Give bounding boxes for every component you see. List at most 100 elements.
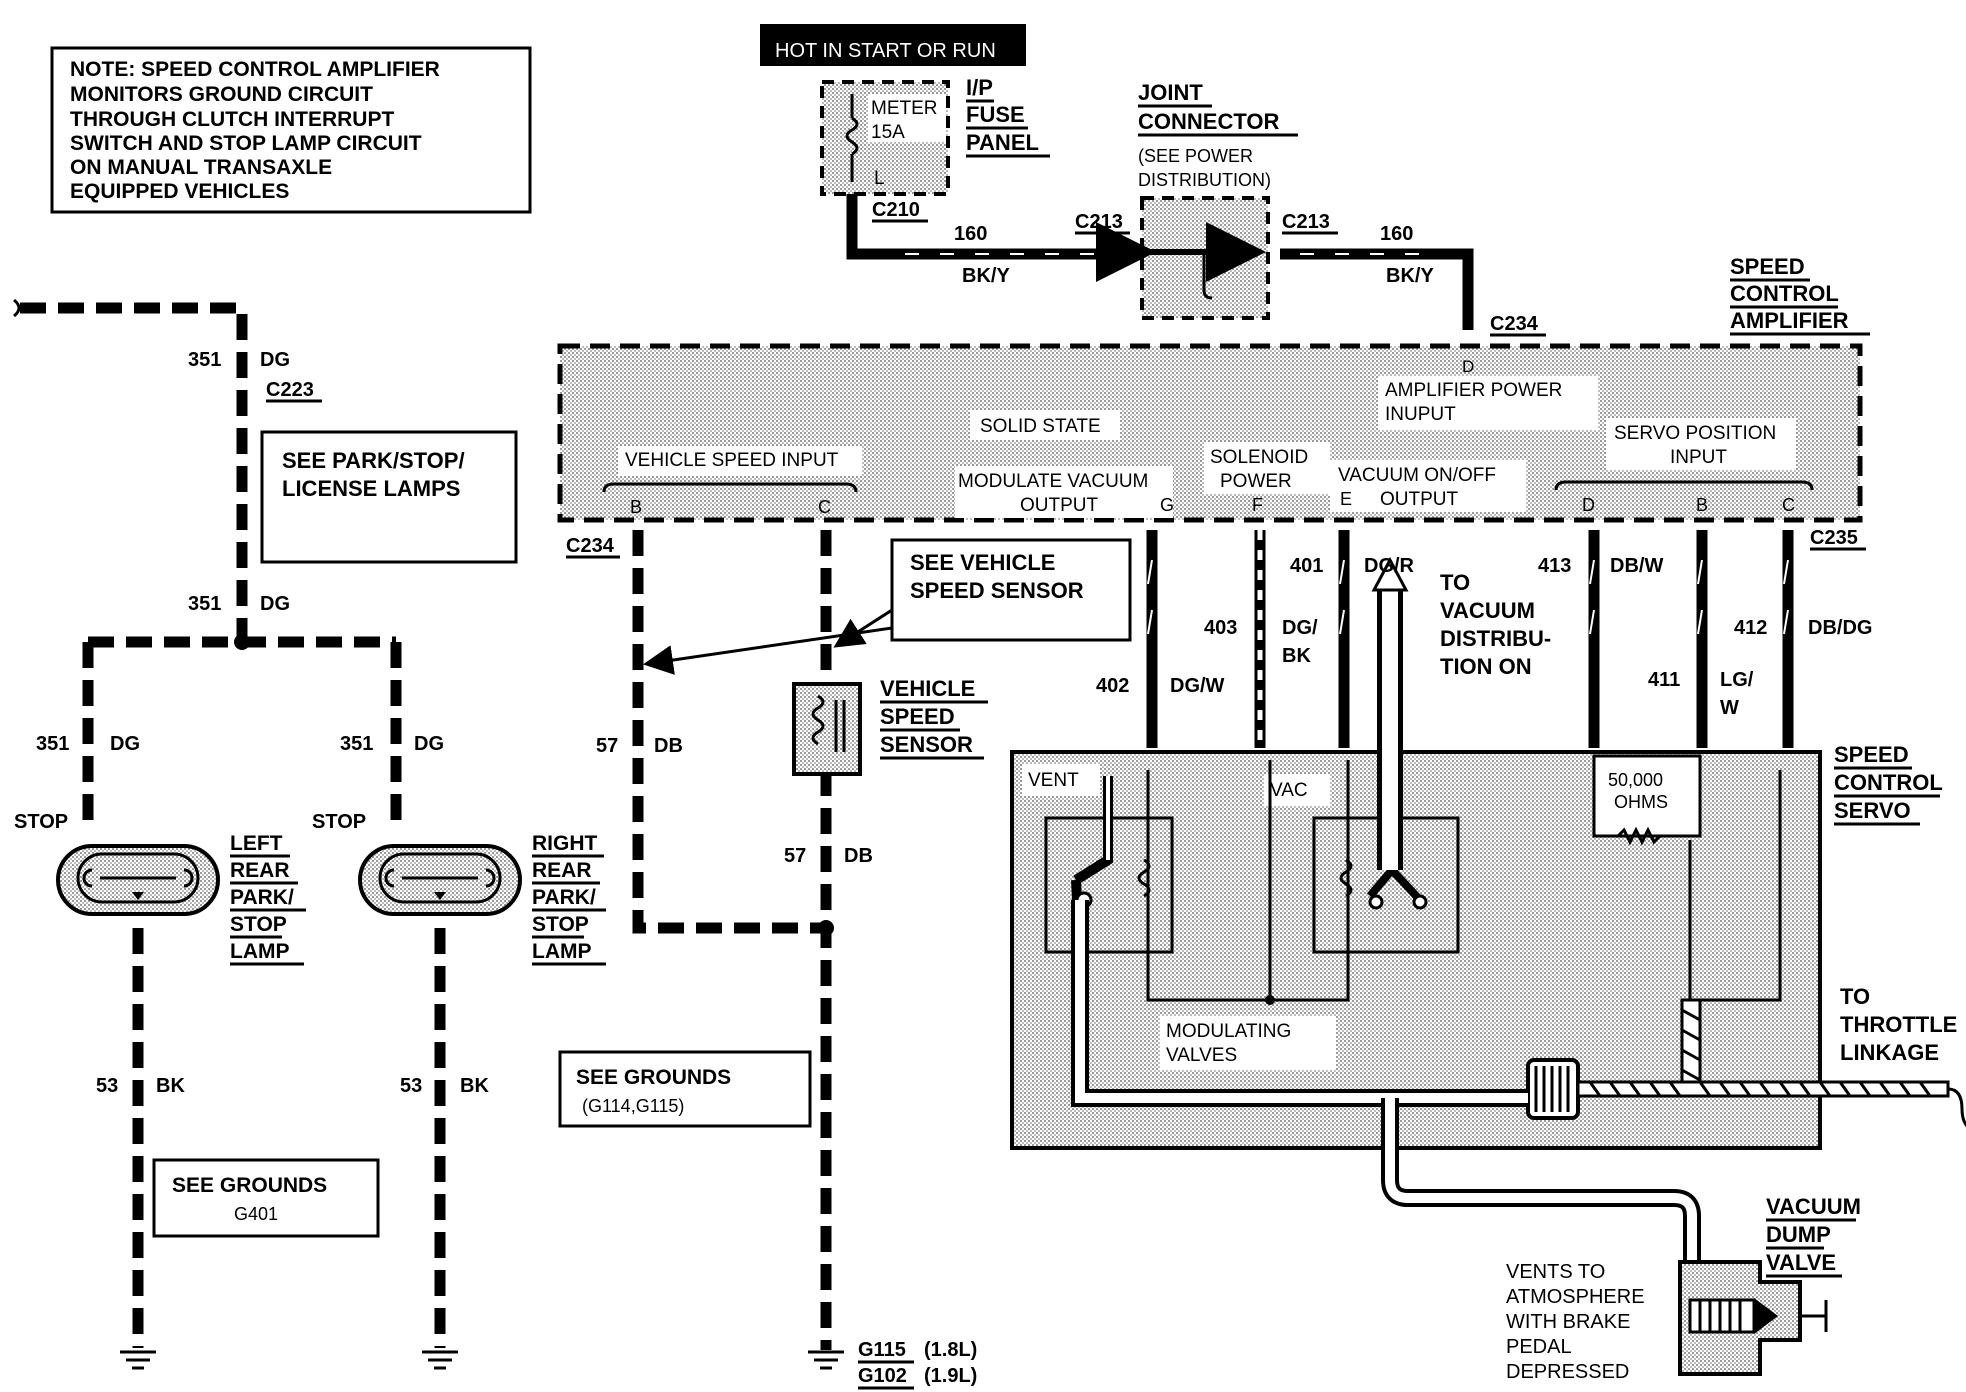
park-stop-license-ref: SEE PARK/STOP/ LICENSE LAMPS [260,430,518,564]
svg-text:SERVO: SERVO [1834,798,1911,823]
svg-text:TO: TO [1440,570,1470,595]
svg-text:W: W [1720,697,1739,719]
svg-text:VALVES: VALVES [1166,1045,1237,1066]
svg-text:BK/Y: BK/Y [962,265,1010,287]
svg-text:DB: DB [844,845,873,867]
hot-in-start-run: HOT IN START OR RUN [760,24,1026,66]
svg-text:SEE PARK/STOP/: SEE PARK/STOP/ [282,448,465,473]
svg-text:VACUUM: VACUUM [1766,1194,1861,1219]
svg-text:C: C [1782,495,1795,515]
svg-text:VEHICLE: VEHICLE [880,676,975,701]
svg-text:PEDAL: PEDAL [1506,1336,1572,1358]
svg-text:SEE VEHICLE: SEE VEHICLE [910,550,1055,575]
svg-text:BK: BK [1282,645,1311,667]
svg-text:351: 351 [36,733,69,755]
svg-text:BK/Y: BK/Y [1386,265,1434,287]
svg-text:TO: TO [1840,984,1870,1009]
svg-text:LAMP: LAMP [532,940,592,963]
svg-text:SEE GROUNDS: SEE GROUNDS [576,1066,731,1089]
svg-text:57: 57 [784,845,806,867]
svg-text:OUTPUT: OUTPUT [1380,489,1459,510]
svg-text:C234: C234 [566,535,615,557]
svg-text:VACUUM ON/OFF: VACUUM ON/OFF [1338,465,1496,486]
speed-control-servo: SPEED CONTROL SERVO VENT VAC MODULATING … [1010,556,1966,1262]
svg-text:LAMP: LAMP [230,940,290,963]
svg-text:160: 160 [1380,223,1413,245]
right-rear-park-stop-lamp: STOP RIGHT REAR PARK/ STOP LAMP [312,811,606,966]
svg-text:CONTROL: CONTROL [1834,770,1943,795]
svg-text:BK: BK [460,1075,489,1097]
svg-text:L: L [874,168,885,189]
svg-text:G115: G115 [858,1339,906,1361]
svg-text:LINKAGE: LINKAGE [1840,1040,1939,1065]
svg-text:AMPLIFIER: AMPLIFIER [1730,308,1849,333]
note-line: MONITORS GROUND CIRCUIT [70,83,373,106]
servo-wires: 402 DG/W 403 DG/ BK 401 DG/R 413 DB/W 41… [1096,527,1872,748]
svg-text:F: F [1252,495,1263,515]
svg-text:SPEED SENSOR: SPEED SENSOR [910,578,1084,603]
note-box: NOTE: SPEED CONTROL AMPLIFIER MONITORS G… [50,46,532,214]
svg-text:DUMP: DUMP [1766,1222,1831,1247]
see-grounds-g401: SEE GROUNDS G401 [152,1158,380,1238]
svg-text:BK: BK [156,1075,185,1097]
svg-text:LG/: LG/ [1720,669,1754,691]
svg-text:B: B [630,497,642,517]
svg-text:C210: C210 [872,199,920,221]
left-rear-park-stop-lamp: STOP LEFT REAR PARK/ STOP LAMP [14,811,306,966]
svg-text:VAC: VAC [1270,780,1308,801]
svg-text:DISTRIBUTION): DISTRIBUTION) [1138,170,1271,190]
svg-text:OUTPUT: OUTPUT [1020,495,1099,516]
svg-text:401: 401 [1290,555,1323,577]
svg-text:SPEED: SPEED [1834,742,1909,767]
svg-text:VEHICLE SPEED INPUT: VEHICLE SPEED INPUT [625,450,839,471]
svg-text:(G114,G115): (G114,G115) [582,1096,684,1116]
svg-text:C: C [818,497,831,517]
svg-text:411: 411 [1648,669,1680,691]
svg-text:(1.9L): (1.9L) [924,1365,977,1387]
svg-text:WITH BRAKE: WITH BRAKE [1506,1311,1630,1333]
svg-text:POWER: POWER [1220,471,1292,492]
note-line: NOTE: SPEED CONTROL AMPLIFIER [70,58,440,81]
svg-text:D: D [1462,357,1474,376]
svg-text:DG: DG [110,733,140,755]
svg-text:DISTRIBU-: DISTRIBU- [1440,626,1551,651]
svg-text:INUPUT: INUPUT [1385,404,1456,425]
note-line: ON MANUAL TRANSAXLE [70,156,332,179]
svg-text:(1.8L): (1.8L) [924,1339,977,1361]
svg-text:VENTS TO: VENTS TO [1506,1261,1605,1283]
svg-text:160: 160 [954,223,987,245]
svg-text:VENT: VENT [1028,770,1079,791]
svg-text:C213: C213 [1282,211,1330,233]
svg-text:C213: C213 [1075,211,1123,233]
svg-text:VACUUM: VACUUM [1440,598,1535,623]
svg-text:INPUT: INPUT [1670,447,1727,468]
svg-text:MODULATING: MODULATING [1166,1021,1291,1042]
svg-text:VALVE: VALVE [1766,1250,1836,1275]
svg-text:HOT IN START OR RUN: HOT IN START OR RUN [775,40,996,62]
svg-text:STOP: STOP [532,913,589,936]
svg-text:G: G [1160,495,1174,515]
svg-text:413: 413 [1538,555,1571,577]
svg-text:SPEED: SPEED [880,704,955,729]
svg-text:REAR: REAR [230,859,290,882]
svg-text:METER: METER [871,98,938,119]
svg-text:AMPLIFIER POWER: AMPLIFIER POWER [1385,380,1562,401]
svg-text:G401: G401 [234,1204,278,1224]
svg-text:I/P: I/P [966,75,993,100]
svg-text:PANEL: PANEL [966,130,1039,155]
vacuum-dump-valve: VACUUM DUMP VALVE VENTS TO ATMOSPHERE WI… [1506,1194,1861,1383]
svg-text:RIGHT: RIGHT [532,832,598,855]
svg-text:STOP: STOP [312,811,366,833]
ground-labels-g115-g102: G115 (1.8L) G102 (1.9L) [858,1339,977,1390]
svg-text:MODULATE VACUUM: MODULATE VACUUM [958,471,1148,492]
svg-text:DG/W: DG/W [1170,675,1225,697]
svg-text:DG/R: DG/R [1364,555,1415,577]
svg-text:C234: C234 [1490,313,1539,335]
svg-text:C223: C223 [266,379,314,401]
see-grounds-g114-g115: SEE GROUNDS (G114,G115) [558,1050,812,1128]
svg-text:DEPRESSED: DEPRESSED [1506,1361,1629,1383]
svg-text:53: 53 [96,1075,118,1097]
speed-control-amplifier: SPEED CONTROL AMPLIFIER SOLID STATE AMPL… [557,254,1870,523]
svg-text:DB/W: DB/W [1610,555,1663,577]
